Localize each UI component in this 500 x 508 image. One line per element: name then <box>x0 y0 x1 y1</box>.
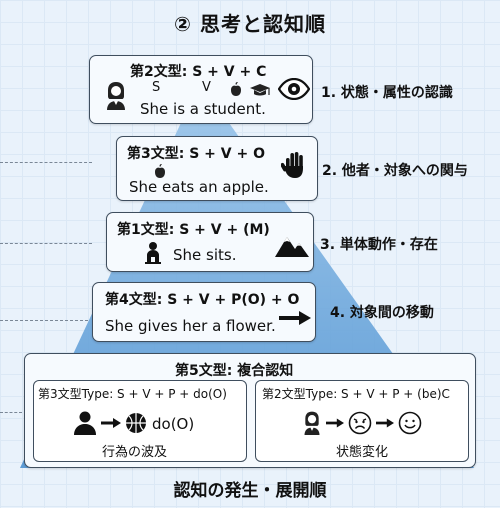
subject-marker: S <box>152 80 161 95</box>
mountain-icon <box>275 233 309 257</box>
eye-icon <box>278 78 310 100</box>
subtype-card-type2: 第2文型Type: S + V + P + (be)C <box>255 380 469 462</box>
subtype-card-type3: 第3文型Type: S + V + P + do(O) do(O) 行為の波及 <box>33 380 247 462</box>
level-example: She is a student. <box>140 100 266 118</box>
level-card-type3: 第3文型: S + V + O She eats an apple. <box>116 136 318 201</box>
diagram-footer: 認知の発生・展開順 <box>173 481 327 501</box>
level-pattern: 第2文型: S + V + C <box>130 64 267 80</box>
level-example: She sits. <box>173 246 237 264</box>
right-arrow-icon <box>326 418 344 428</box>
guide-line <box>0 412 22 413</box>
ball-icon <box>125 412 147 434</box>
hand-icon <box>281 150 307 180</box>
right-arrow-icon <box>376 418 394 428</box>
guide-line <box>0 162 92 163</box>
level-card-type5: 第5文型: 複合認知 第3文型Type: S + V + P + do(O) d… <box>24 353 476 468</box>
diagram-title: ② 思考と認知順 <box>174 12 326 36</box>
verb-marker: V <box>202 80 211 95</box>
worried-face-icon <box>348 411 372 435</box>
guide-line <box>0 243 92 244</box>
side-label: 1. 状態・属性の認識 <box>321 85 453 101</box>
level-card-type4: 第4文型: S + V + P(O) + O She gives her a f… <box>92 282 316 342</box>
level-example: She gives her a flower. <box>105 317 276 335</box>
sitting-person-icon <box>143 241 163 265</box>
apple-icon <box>154 164 166 178</box>
right-arrow-icon <box>279 311 311 325</box>
subtype-caption: 状態変化 <box>336 445 389 460</box>
woman-icon <box>302 410 322 435</box>
subtype-title: 第2文型Type: S + V + P + (be)C <box>262 387 450 401</box>
subtype-caption: 行為の波及 <box>102 445 168 460</box>
level-card-type2: 第2文型: S + V + C S V She is a student. <box>89 55 313 124</box>
graduation-cap-icon <box>250 84 270 98</box>
side-label: 2. 他者・対象への関与 <box>322 163 468 179</box>
side-label: 3. 単体動作・存在 <box>320 237 438 253</box>
apple-icon <box>230 82 242 96</box>
guide-line <box>0 320 88 321</box>
level-pattern: 第3文型: S + V + O <box>127 146 265 162</box>
level-example: She eats an apple. <box>129 178 269 196</box>
subtype-title: 第3文型Type: S + V + P + do(O) <box>38 387 227 401</box>
smiling-face-icon <box>398 411 422 435</box>
right-arrow-icon <box>101 418 121 428</box>
woman-icon <box>104 80 128 110</box>
level-pattern: 第1文型: S + V + (M) <box>117 222 270 238</box>
level-pattern: 第5文型: 複合認知 <box>175 363 294 379</box>
level-pattern: 第4文型: S + V + P(O) + O <box>105 292 300 308</box>
object-label: do(O) <box>152 415 195 433</box>
level-card-type1: 第1文型: S + V + (M) She sits. <box>106 212 314 272</box>
person-icon <box>74 411 96 435</box>
side-label: 4. 対象間の移動 <box>330 305 434 321</box>
